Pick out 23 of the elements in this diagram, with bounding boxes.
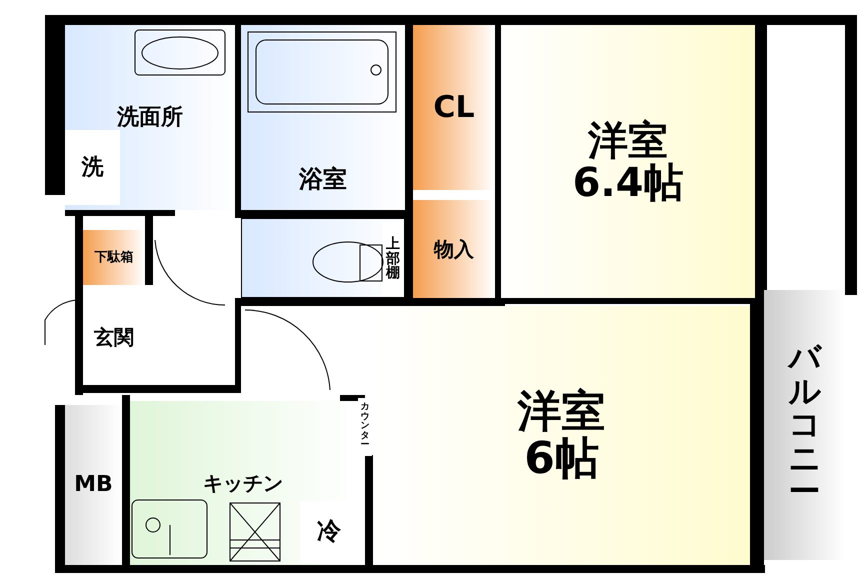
toilet-room bbox=[241, 218, 405, 298]
room-area bbox=[413, 200, 495, 298]
room-area bbox=[83, 230, 145, 285]
room-label: カウンター bbox=[360, 403, 370, 451]
room-label: 洗 bbox=[82, 156, 104, 180]
room-label: 6帖 bbox=[524, 436, 599, 482]
room-label: キッチン bbox=[203, 472, 283, 494]
room-area bbox=[413, 25, 495, 190]
room-area bbox=[65, 130, 120, 205]
room-label: バルコニー bbox=[788, 341, 820, 509]
room-label: 下駄箱 bbox=[94, 250, 134, 264]
room-label: 物入 bbox=[434, 238, 474, 260]
room-label: 上部棚 bbox=[386, 236, 400, 282]
room-label: 冷 bbox=[317, 519, 341, 545]
room-area bbox=[501, 25, 755, 298]
room-label: 玄関 bbox=[94, 327, 134, 348]
room-label: 洋室 bbox=[588, 120, 668, 162]
room-label: MB bbox=[74, 473, 113, 497]
room-label: CL bbox=[433, 92, 475, 124]
room-label: 浴室 bbox=[299, 166, 347, 192]
room-label: 洋室 bbox=[518, 389, 606, 436]
room-label: 6.4帖 bbox=[572, 162, 684, 204]
room-label: 洗面所 bbox=[117, 106, 183, 130]
